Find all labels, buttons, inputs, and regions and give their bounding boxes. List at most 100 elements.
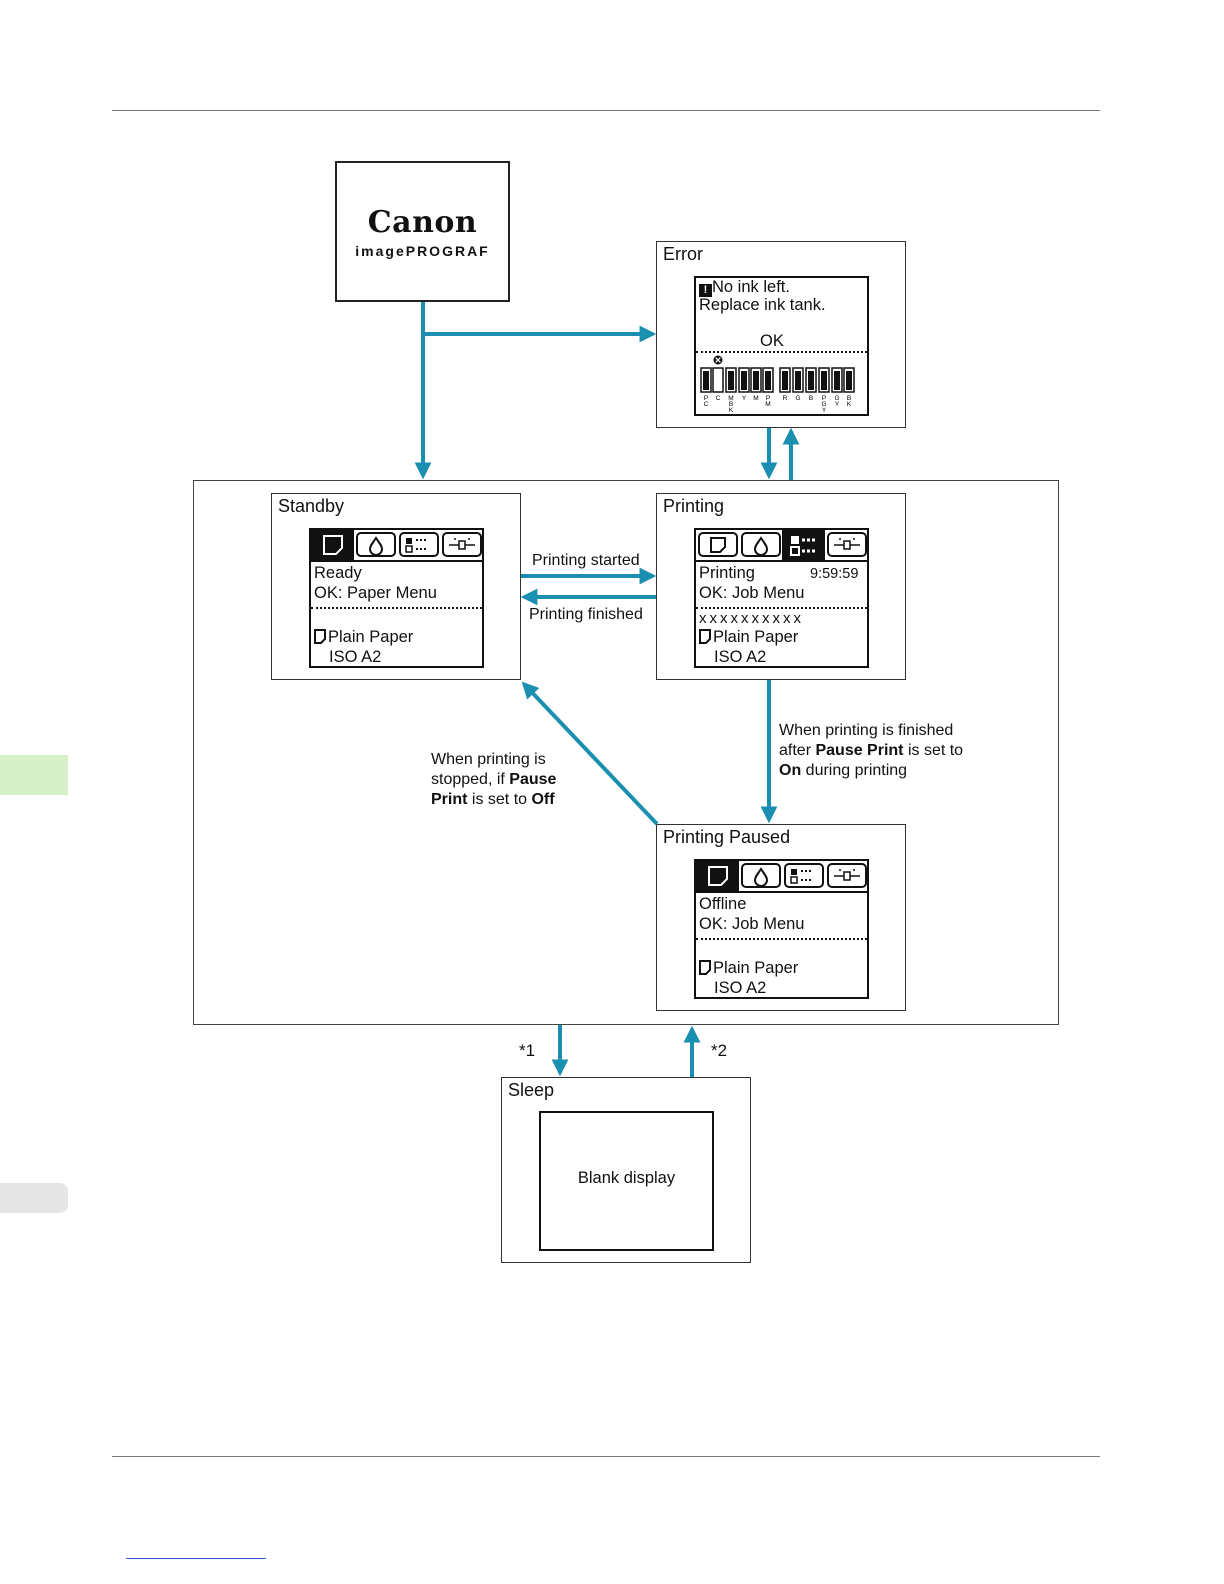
paused-lcd: Offline OK: Job Menu Plain Paper ISO A2	[694, 859, 869, 999]
ink-tank-label: G	[795, 395, 800, 402]
paper-tab[interactable]	[696, 530, 739, 560]
paused-paper-text: Plain Paper	[713, 959, 799, 977]
note-1-label: *1	[519, 1041, 536, 1060]
standby-lcd: Ready OK: Paper Menu Plain Paper ISO A2	[309, 528, 484, 668]
footer-link-underline[interactable]	[126, 1558, 266, 1559]
paper-tab[interactable]	[696, 861, 739, 891]
stopped-line2: stopped, if Pause	[431, 770, 556, 790]
settings-tab[interactable]	[825, 861, 867, 891]
sleep-state-box: Sleep Blank display	[501, 1077, 751, 1263]
stopped-label: When printing is stopped, if Pause Print…	[431, 750, 556, 810]
error-message-1: !No ink left.	[699, 278, 790, 297]
top-rule	[112, 110, 1100, 111]
job-tab[interactable]	[782, 530, 825, 560]
ink-level	[741, 371, 747, 390]
bottom-rule	[112, 1456, 1100, 1457]
standby-paper-text: Plain Paper	[328, 628, 414, 646]
ink-tank-label: C	[716, 395, 721, 402]
printing-size: ISO A2	[714, 648, 767, 666]
paused-state-box: Printing Paused Offline OK: Job Menu Pla…	[656, 824, 906, 1011]
stopped-line3-b: is set to	[467, 791, 532, 808]
chapter-tab	[0, 755, 68, 795]
standby-divider	[311, 607, 482, 609]
printing-state-box: Printing Printing 9:59:59 OK: Job Menu x…	[656, 493, 906, 680]
settings-tab[interactable]	[440, 530, 482, 560]
ink-level	[808, 371, 814, 390]
paused-size: ISO A2	[714, 979, 767, 997]
ink-level	[821, 371, 827, 390]
ink-tab[interactable]	[739, 861, 782, 891]
error-ok: OK	[760, 332, 784, 350]
ink-level	[795, 371, 801, 390]
paper-tab[interactable]	[311, 530, 354, 560]
sleep-lcd: Blank display	[539, 1111, 714, 1251]
ink-tank-label: R	[783, 395, 788, 402]
ink-tab[interactable]	[739, 530, 782, 560]
paper-icon	[699, 960, 711, 975]
printing-started-label: Printing started	[532, 552, 640, 569]
job-tab[interactable]	[782, 861, 825, 891]
pause-on-label: When printing is finished after Pause Pr…	[779, 721, 963, 781]
settings-tab[interactable]	[825, 530, 867, 560]
printing-paper: Plain Paper	[699, 628, 798, 647]
error-title: Error	[663, 244, 703, 264]
startup-logo-box: Canon imagePROGRAF	[335, 161, 510, 302]
printing-status: Printing	[699, 564, 755, 582]
standby-paper: Plain Paper	[314, 628, 413, 647]
paused-divider	[696, 938, 867, 940]
ink-tank-label: C	[704, 401, 709, 408]
ink-tank-label: P	[766, 395, 770, 402]
ink-tank-label: B	[729, 401, 733, 408]
ink-level	[765, 371, 771, 390]
ink-level	[834, 371, 840, 390]
ink-tank-label: G	[834, 395, 839, 402]
printing-divider	[696, 607, 867, 609]
stopped-line2-a: stopped, if	[431, 771, 510, 788]
pause-on-line1: When printing is finished	[779, 722, 954, 739]
ink-tank-label: Y	[835, 401, 840, 408]
print-bold: Print	[431, 791, 468, 808]
job-tab[interactable]	[397, 530, 440, 560]
printing-time: 9:59:59	[810, 566, 859, 582]
paused-tab-bar	[696, 861, 867, 893]
paused-to-standby-arrow	[521, 681, 659, 826]
error-line1-text: No ink left.	[712, 278, 790, 296]
pause-on-line2-a: after	[779, 742, 816, 759]
sleep-title: Sleep	[508, 1080, 555, 1100]
paused-title: Printing Paused	[663, 827, 791, 847]
stopped-line1: When printing is	[431, 751, 546, 768]
ink-level	[846, 371, 852, 390]
ink-tank-label: G	[821, 401, 826, 408]
printing-finished-label: Printing finished	[529, 606, 643, 623]
printing-job-name: xxxxxxxxxx	[699, 610, 804, 627]
printing-ok-hint: OK: Job Menu	[699, 584, 805, 602]
canon-logo: Canon	[367, 205, 478, 240]
standby-size: ISO A2	[329, 648, 382, 666]
ink-tank-label: M	[753, 395, 758, 402]
printing-tab-bar	[696, 530, 867, 562]
ink-tank-label: P	[822, 395, 826, 402]
warning-icon: !	[699, 284, 712, 297]
ink-tab[interactable]	[354, 530, 397, 560]
printing-lcd: Printing 9:59:59 OK: Job Menu xxxxxxxxxx…	[694, 528, 869, 668]
ink-tank-label: K	[847, 401, 852, 408]
pause-on-line3-b: during printing	[801, 762, 908, 779]
imageprograf-logo: imagePROGRAF	[355, 243, 490, 259]
paused-ok-hint: OK: Job Menu	[699, 915, 805, 933]
standby-title: Standby	[278, 496, 345, 516]
paused-paper: Plain Paper	[699, 959, 798, 978]
standby-status: Ready	[314, 564, 362, 582]
ink-tank-label: Y	[822, 407, 827, 414]
error-divider	[696, 351, 867, 353]
off-bold: Off	[531, 791, 555, 808]
empty-tank-cross	[715, 357, 721, 363]
printing-paper-text: Plain Paper	[713, 628, 799, 646]
error-message-2: Replace ink tank.	[699, 296, 826, 314]
stopped-line3: Print is set to Off	[431, 790, 556, 810]
blank-display-text: Blank display	[577, 1169, 676, 1187]
paused-status: Offline	[699, 895, 747, 913]
note-2-label: *2	[711, 1041, 728, 1060]
